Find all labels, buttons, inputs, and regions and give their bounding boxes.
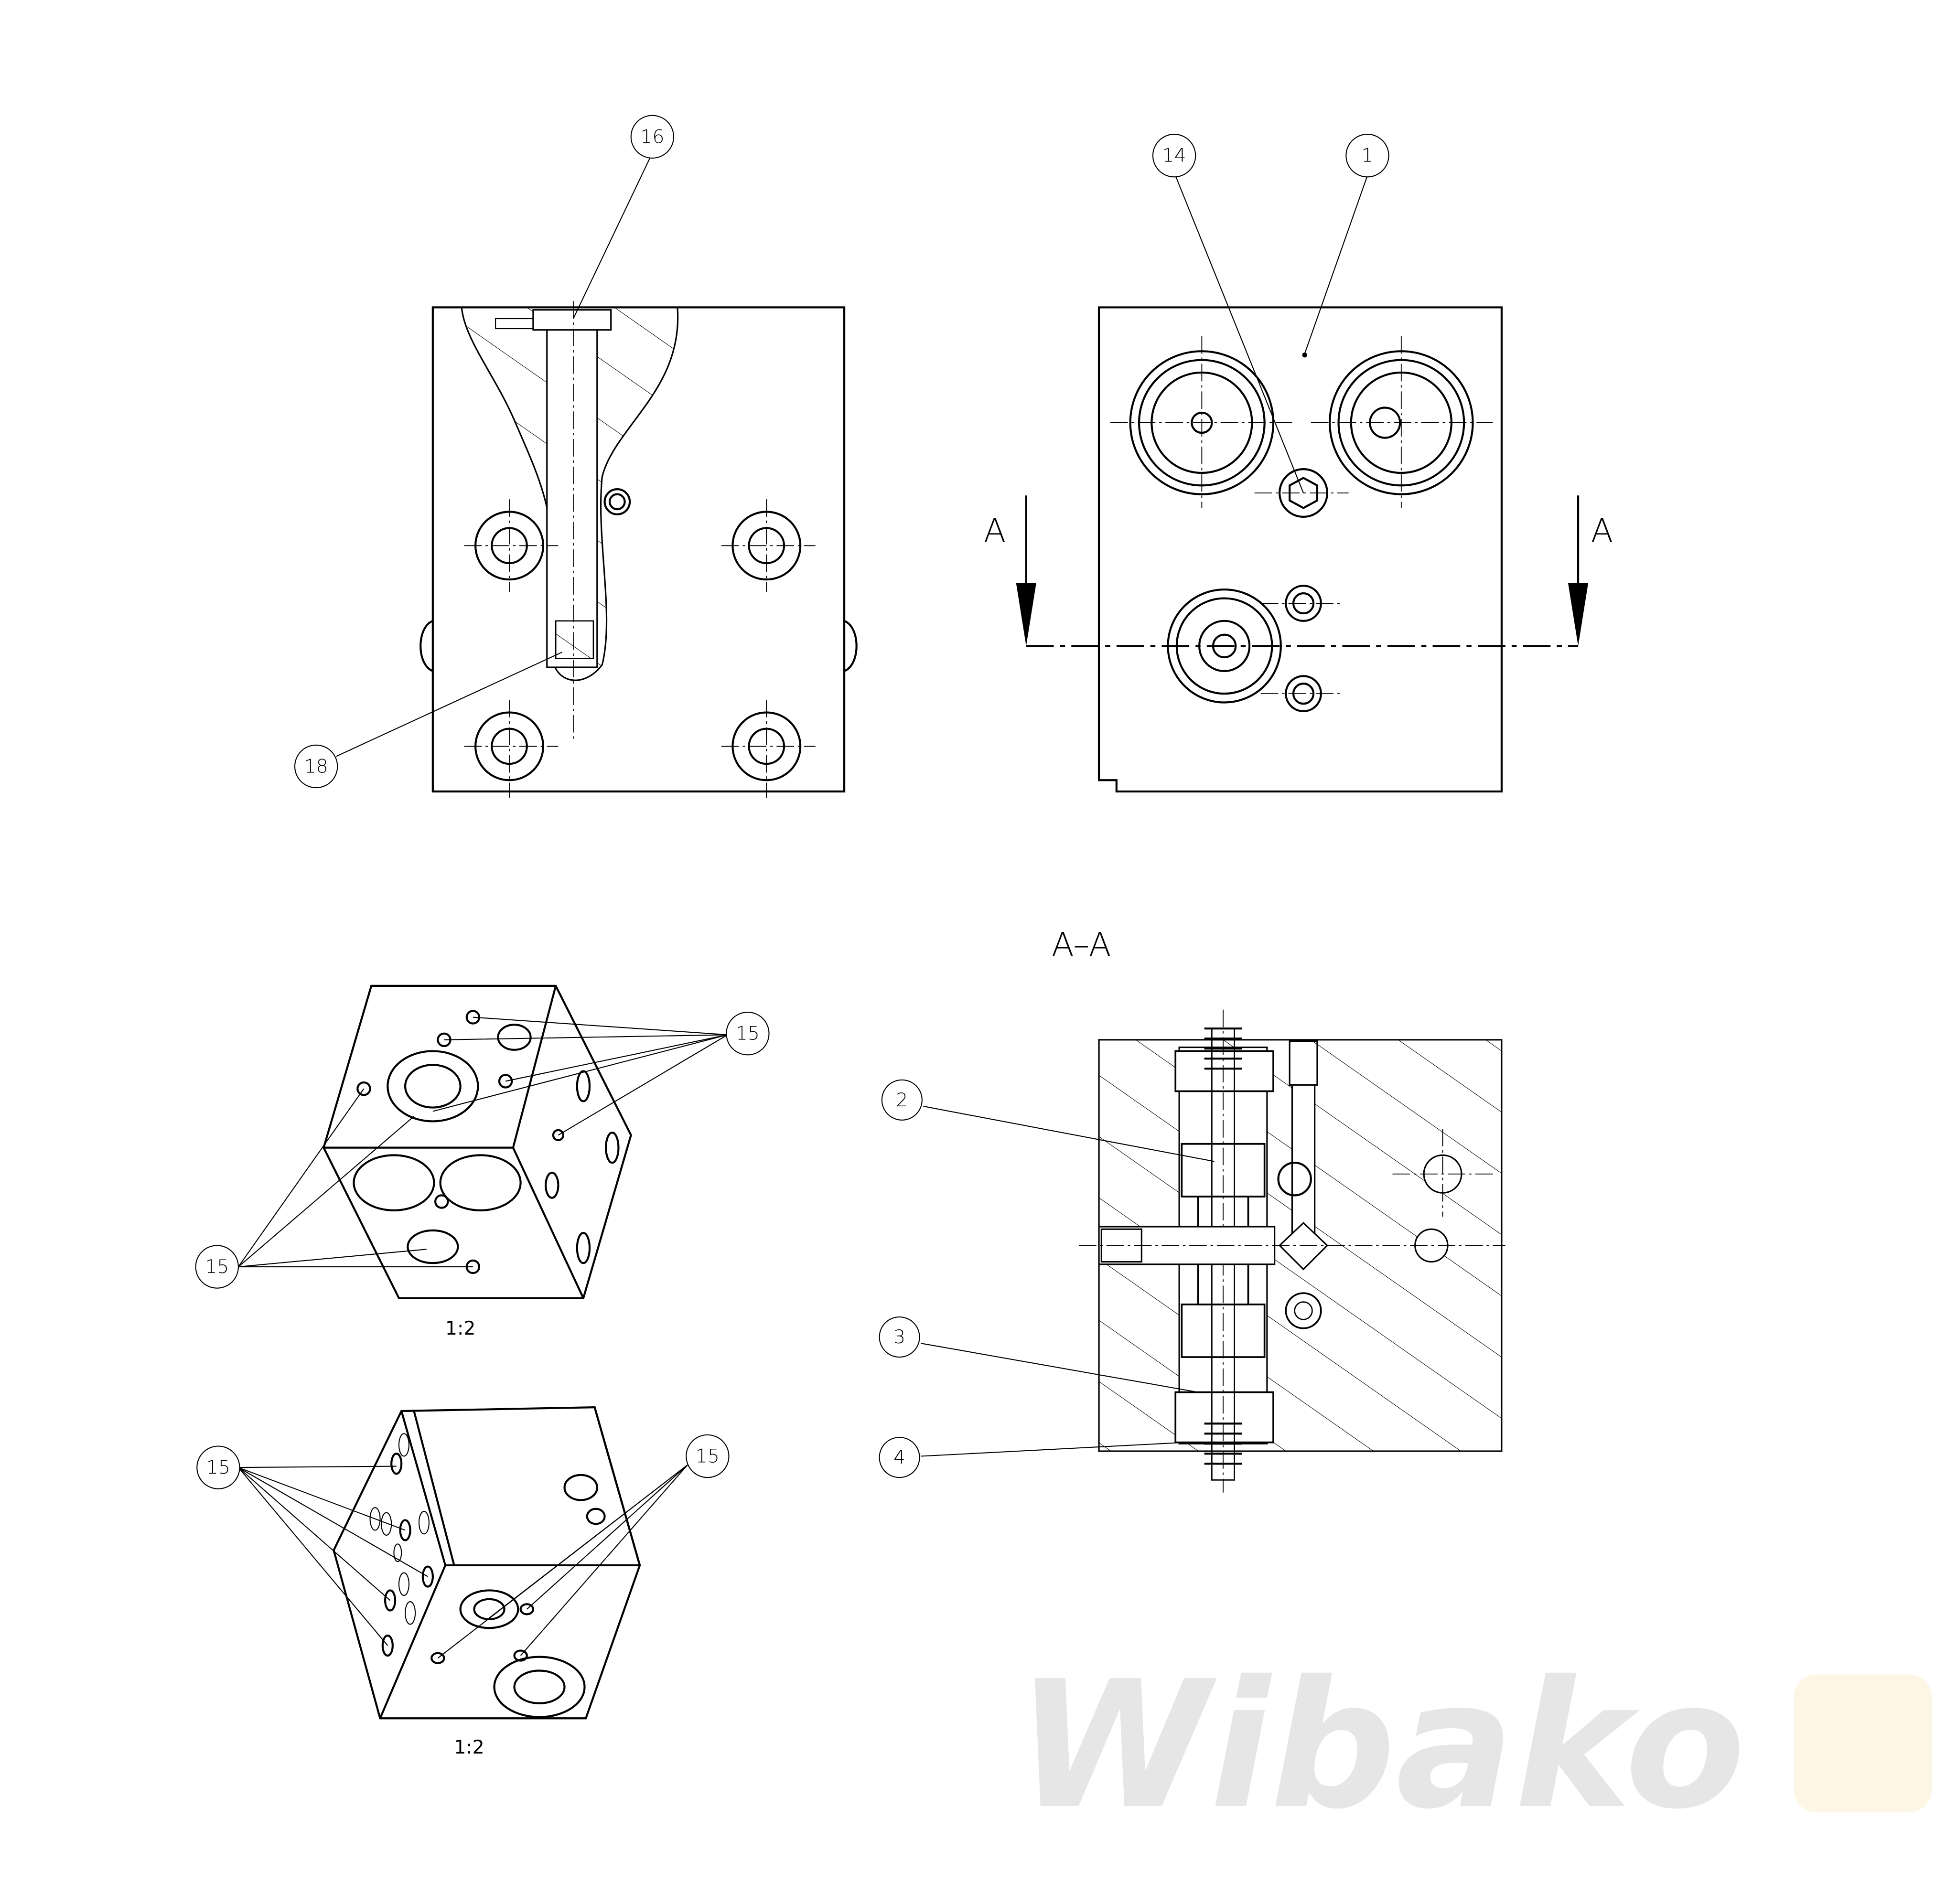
svg-text:15: 15 (206, 1456, 230, 1478)
scale-label: 1:2 (445, 1317, 475, 1339)
section-mark-left: A (984, 512, 1006, 550)
port-hole (474, 488, 802, 781)
balloon-2: 2 (881, 1079, 923, 1121)
svg-text:1: 1 (1361, 145, 1373, 167)
svg-text:15: 15 (736, 1023, 760, 1045)
front-view (336, 155, 858, 798)
svg-text:3: 3 (893, 1326, 905, 1348)
svg-text:15: 15 (696, 1445, 720, 1467)
iso-view-1 (238, 984, 728, 1299)
svg-text:18: 18 (304, 755, 328, 777)
iso-view-2 (238, 1406, 688, 1720)
section-title: A–A (1052, 926, 1111, 964)
watermark: Wibako (1016, 1643, 1746, 1848)
balloon-14: 14 (1152, 134, 1196, 178)
section-view (921, 1009, 1505, 1493)
section-mark-right: A (1591, 512, 1613, 550)
svg-text:4: 4 (893, 1446, 905, 1468)
top-view (1016, 175, 1589, 793)
balloon-15: 15 (195, 1245, 239, 1289)
balloon-16: 16 (630, 115, 675, 159)
scale-label: 1:2 (454, 1736, 484, 1758)
balloon-1: 1 (1345, 134, 1389, 178)
balloon-15: 15 (686, 1434, 730, 1478)
watermark-logo-badge (1794, 1674, 1932, 1813)
balloon-4: 4 (879, 1437, 920, 1478)
balloon-3: 3 (879, 1316, 920, 1358)
svg-text:2: 2 (896, 1089, 908, 1111)
balloon-18: 18 (294, 744, 338, 789)
svg-text:14: 14 (1162, 145, 1186, 167)
balloon-15: 15 (196, 1445, 240, 1489)
svg-text:16: 16 (640, 126, 664, 148)
svg-text:15: 15 (205, 1256, 229, 1278)
balloon-15: 15 (726, 1011, 770, 1056)
